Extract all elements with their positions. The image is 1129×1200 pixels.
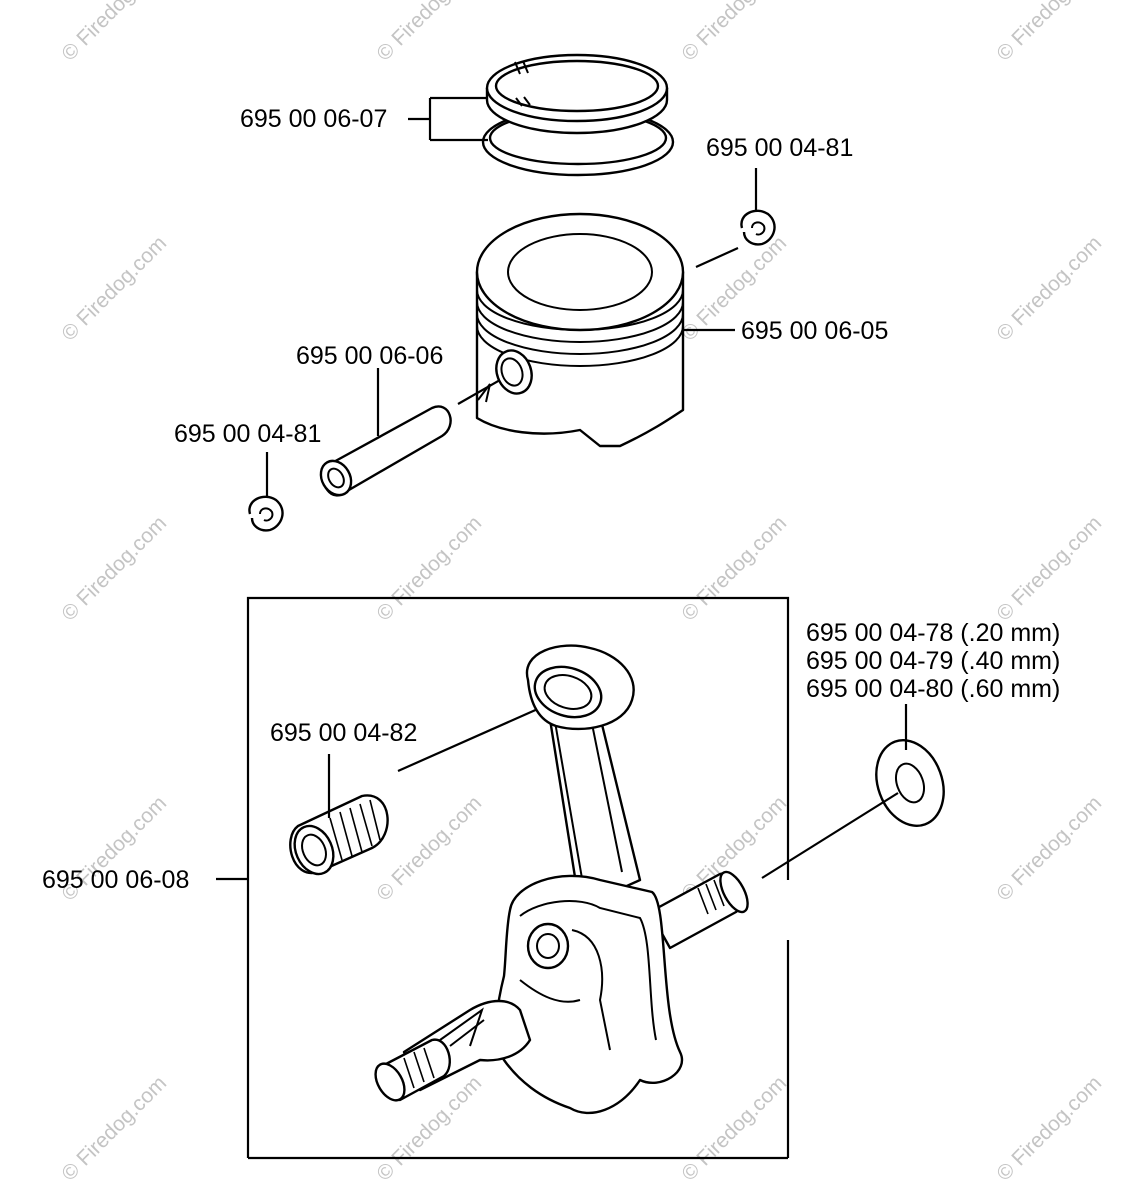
label-piston-rings: 695 00 06-07	[240, 105, 387, 133]
label-needle-bearing: 695 00 04-82	[270, 719, 417, 747]
piston	[475, 212, 735, 448]
watermark: © Firedog.com	[57, 0, 171, 66]
watermark: © Firedog.com	[372, 512, 486, 626]
circlip-right	[695, 168, 776, 269]
label-washer-040: 695 00 04-79 (.40 mm)	[806, 647, 1060, 675]
circlip-left	[248, 452, 284, 532]
label-piston: 695 00 06-05	[741, 317, 888, 345]
crankshaft	[374, 644, 749, 1115]
watermark: © Firedog.com	[372, 0, 486, 66]
watermark: © Firedog.com	[57, 512, 171, 626]
watermark: © Firedog.com	[992, 232, 1106, 346]
label-circlip-right: 695 00 04-81	[706, 134, 853, 162]
thrust-washer	[761, 704, 945, 879]
watermark: © Firedog.com	[992, 1072, 1106, 1186]
piston-pin	[319, 368, 501, 497]
assembly-box	[216, 596, 790, 1160]
piston-rings	[481, 53, 675, 177]
label-crankshaft-assembly: 695 00 06-08	[42, 866, 189, 894]
watermark: © Firedog.com	[677, 1072, 791, 1186]
watermark: © Firedog.com	[57, 1072, 171, 1186]
watermark: © Firedog.com	[57, 232, 171, 346]
watermark: © Firedog.com	[992, 792, 1106, 906]
watermark: © Firedog.com	[992, 512, 1106, 626]
watermark: © Firedog.com	[677, 0, 791, 66]
label-washer-020: 695 00 04-78 (.20 mm)	[806, 619, 1060, 647]
label-washer-060: 695 00 04-80 (.60 mm)	[806, 675, 1060, 703]
label-piston-pin: 695 00 06-06	[296, 342, 443, 370]
piston-rings-leader	[408, 96, 488, 142]
label-circlip-left: 695 00 04-81	[174, 420, 321, 448]
watermark: © Firedog.com	[677, 512, 791, 626]
needle-bearing	[289, 706, 541, 876]
watermark: © Firedog.com	[992, 0, 1106, 66]
watermark: © Firedog.com	[372, 792, 486, 906]
